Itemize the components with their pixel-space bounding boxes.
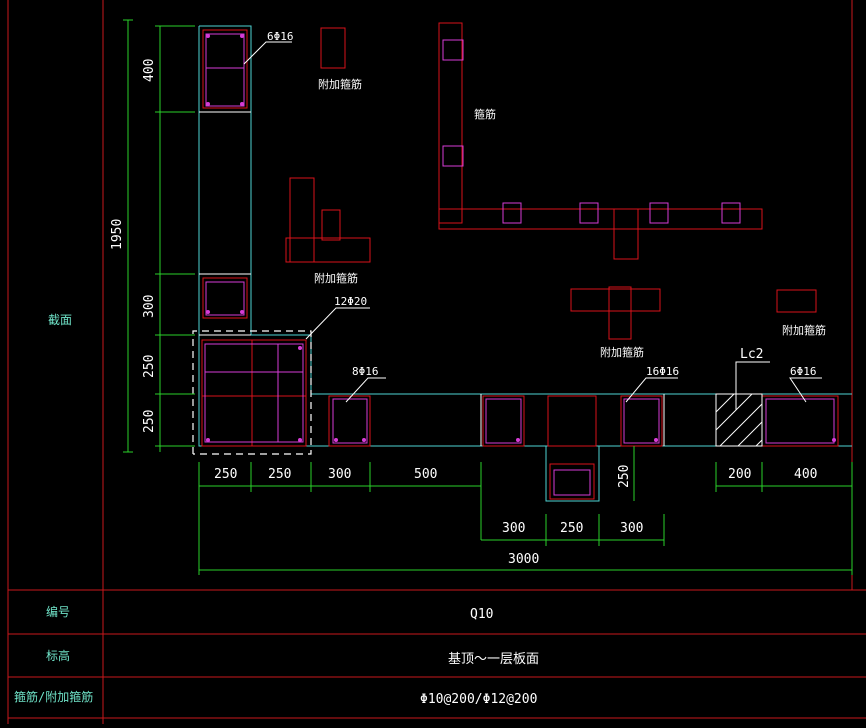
stirrup-label: 箍筋/附加箍筋	[14, 689, 93, 704]
id-label: 编号	[46, 604, 70, 619]
rebar-dots	[206, 34, 836, 442]
dim-h-200: 200	[728, 467, 751, 482]
leaders	[243, 41, 822, 410]
section-label: 截面	[48, 313, 72, 327]
label-8phi16: 8Φ16	[352, 365, 379, 378]
dim-h-400: 400	[794, 467, 817, 482]
elev-label: 标高	[46, 648, 70, 663]
id-value: Q10	[470, 607, 493, 622]
ties	[204, 33, 835, 496]
label-lc2: Lc2	[740, 347, 763, 362]
corner-dashed-outline	[192, 330, 312, 455]
label-extra-stirrup-3: 附加箍筋	[600, 345, 644, 359]
label-16phi16: 16Φ16	[646, 365, 679, 378]
elev-value: 基顶～一层板面	[448, 652, 539, 667]
dim-h-250a: 250	[214, 467, 237, 482]
label-extra-stirrup-2: 附加箍筋	[314, 271, 358, 285]
label-extra-stirrup-4: 附加箍筋	[782, 323, 826, 337]
dimension-lines	[123, 19, 853, 575]
dim-h-250b: 250	[268, 467, 291, 482]
dim-v-300: 300	[142, 295, 157, 318]
dim-h-3000: 3000	[508, 552, 539, 567]
dim-h-s250: 250	[560, 521, 583, 536]
dim-v-250b: 250	[142, 410, 157, 433]
table-frame	[7, 0, 866, 724]
label-6phi16-right: 6Φ16	[790, 365, 817, 378]
dim-h-500: 500	[414, 467, 437, 482]
label-stirrup-main: 箍筋	[474, 107, 496, 121]
label-extra-stirrup-1: 附加箍筋	[318, 77, 362, 91]
dim-v-400: 400	[142, 59, 157, 82]
dim-h-s300b: 300	[620, 521, 643, 536]
stirrup-value: Φ10@200/Φ12@200	[420, 692, 537, 707]
dim-v-1950: 1950	[110, 219, 125, 250]
dim-v-250a: 250	[142, 355, 157, 378]
label-6phi16-top: 6Φ16	[267, 30, 294, 43]
label-12phi20: 12Φ20	[334, 295, 367, 308]
dim-h-s300a: 300	[502, 521, 525, 536]
dim-h-300: 300	[328, 467, 351, 482]
dim-v-stub-250: 250	[617, 465, 632, 488]
stirrups	[201, 22, 839, 500]
lc2-hatch	[715, 393, 763, 447]
